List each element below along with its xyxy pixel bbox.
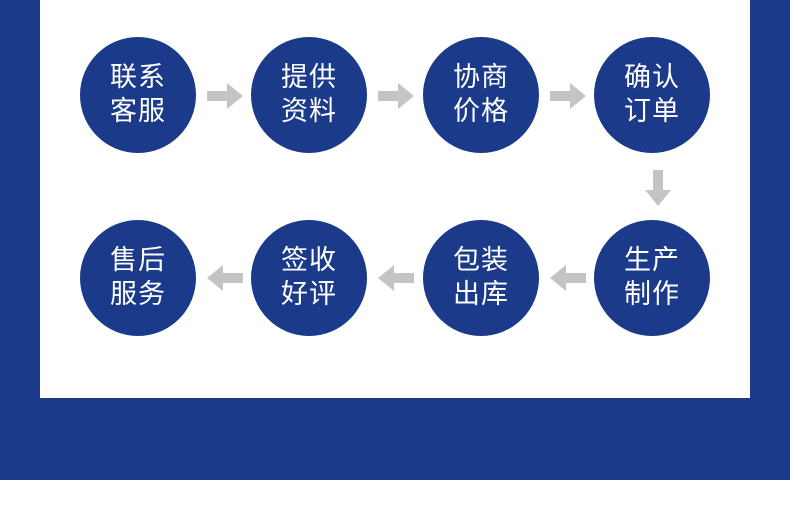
arrow-left-icon [378,265,414,291]
step-confirm-order: 确认 订单 [594,37,710,153]
step-label-line2: 资料 [281,96,337,127]
step-label-line1: 提供 [281,62,337,93]
step-label-line1: 协商 [453,62,509,93]
arrow-right-icon [378,83,414,109]
step-label-line1: 生产 [624,245,680,276]
step-label-line2: 出库 [453,279,509,310]
arrow-right-icon [550,83,586,109]
step-contact-service: 联系 客服 [80,37,196,153]
step-label-line2: 制作 [624,279,680,310]
step-label-line1: 售后 [110,245,166,276]
step-provide-materials: 提供 资料 [251,37,367,153]
step-after-sales: 售后 服务 [80,220,196,336]
step-label-line1: 确认 [624,62,680,93]
step-production: 生产 制作 [594,220,710,336]
step-packing-shipping: 包装 出库 [423,220,539,336]
step-label-line2: 价格 [453,96,509,127]
step-label-line2: 客服 [110,96,166,127]
arrow-left-icon [550,265,586,291]
step-label-line1: 包装 [453,245,509,276]
arrow-down-icon [645,170,671,206]
step-label-line1: 联系 [110,62,166,93]
step-label-line1: 签收 [281,245,337,276]
arrow-right-icon [207,83,243,109]
step-sign-review: 签收 好评 [251,220,367,336]
step-label-line2: 服务 [110,279,166,310]
arrow-left-icon [207,265,243,291]
step-negotiate-price: 协商 价格 [423,37,539,153]
step-label-line2: 订单 [624,96,680,127]
step-label-line2: 好评 [281,279,337,310]
